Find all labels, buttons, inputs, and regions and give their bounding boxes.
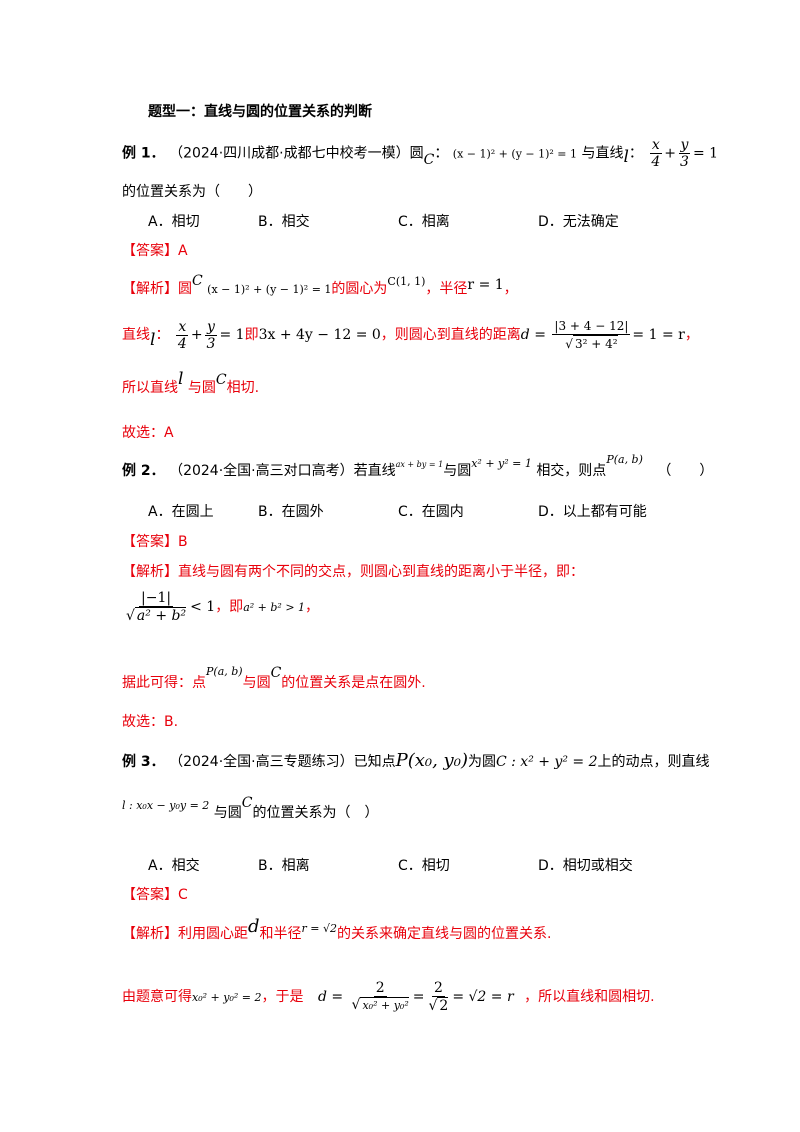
mid-text: 与直线 bbox=[581, 145, 624, 162]
ex2-option-b: B．在圆外 bbox=[258, 504, 324, 520]
ex2-analysis-2: |−1|√a² + b²< 1，即a² + b² > 1， bbox=[126, 590, 320, 624]
ex1-answer: 【答案】A bbox=[122, 240, 188, 260]
ex3-option-c: C．相切 bbox=[398, 858, 450, 874]
ex1-option-b: B．相交 bbox=[258, 214, 310, 230]
ex3-option-d: D．相切或相交 bbox=[538, 858, 633, 874]
ex2-answer: 【答案】B bbox=[122, 534, 188, 550]
ex2-analysis-1: 【解析】直线与圆有两个不同的交点，则圆心到直线的距离小于半径，即： bbox=[122, 564, 584, 580]
ex3-analysis-1: 【解析】利用圆心距d和半径r = √2的关系来确定直线与圆的位置关系. bbox=[122, 916, 552, 942]
example-2-question: 例 2． （2024·全国·高三对口高考）若直线ax + by = 1与圆x² … bbox=[122, 453, 714, 479]
ex1-analysis-1: 【解析】圆C (x − 1)² + (y − 1)² = 1的圆心为C(1, 1… bbox=[122, 273, 518, 297]
ex3-analysis-2: 由题意可得x₀² + y₀² = 2，于是 d = 2√x₀² + y₀²=2√… bbox=[122, 980, 655, 1014]
answer-value: A bbox=[178, 243, 188, 259]
example-1-source: （2024·四川成都·成都七中校考一模）圆 bbox=[169, 145, 424, 162]
circle-equation: (x − 1)² + (y − 1)² = 1 bbox=[452, 147, 578, 161]
ex3-option-b: B．相离 bbox=[258, 858, 310, 874]
line-var: l bbox=[623, 146, 629, 167]
example-3-question-line2: l : x₀x − y₀y = 2 与圆C的位置关系为（ ） bbox=[122, 795, 379, 821]
line-equation-rhs: = 1 bbox=[692, 145, 719, 162]
ex3-answer: 【答案】C bbox=[122, 887, 188, 903]
example-3-label: 例 3． bbox=[122, 754, 165, 770]
ex2-option-a: A．在圆上 bbox=[148, 504, 214, 520]
circle-var: C bbox=[423, 151, 435, 168]
ex2-analysis-3: 据此可得：点P(a, b)与圆C的位置关系是点在圆外. bbox=[122, 665, 426, 691]
example-2-label: 例 2． bbox=[122, 463, 165, 479]
example-3-question: 例 3． （2024·全国·高三专题练习）已知点P(x₀, y₀)为圆C : x… bbox=[122, 750, 710, 771]
example-1-question-line2: 的位置关系为（ ） bbox=[122, 184, 262, 200]
ex1-analysis-3: 所以直线l 与圆C相切. bbox=[122, 369, 260, 396]
ex1-final: 故选：A bbox=[122, 425, 174, 441]
ex1-option-c: C．相离 bbox=[398, 214, 450, 230]
ex1-option-a: A．相切 bbox=[148, 214, 200, 230]
section-title: 题型一：直线与圆的位置关系的判断 bbox=[148, 104, 372, 120]
ex2-option-d: D．以上都有可能 bbox=[538, 504, 647, 520]
ex2-option-c: C．在圆内 bbox=[398, 504, 464, 520]
ex2-final: 故选：B. bbox=[122, 714, 179, 730]
example-1-question: 例 1． （2024·四川成都·成都七中校考一模）圆C： (x − 1)² + … bbox=[122, 137, 719, 170]
answer-tag: 【答案】 bbox=[122, 243, 178, 259]
example-1-label: 例 1． bbox=[122, 145, 165, 162]
ex1-option-d: D．无法确定 bbox=[538, 214, 619, 230]
ex3-option-a: A．相交 bbox=[148, 858, 200, 874]
analysis-tag: 【解析】 bbox=[122, 281, 178, 297]
